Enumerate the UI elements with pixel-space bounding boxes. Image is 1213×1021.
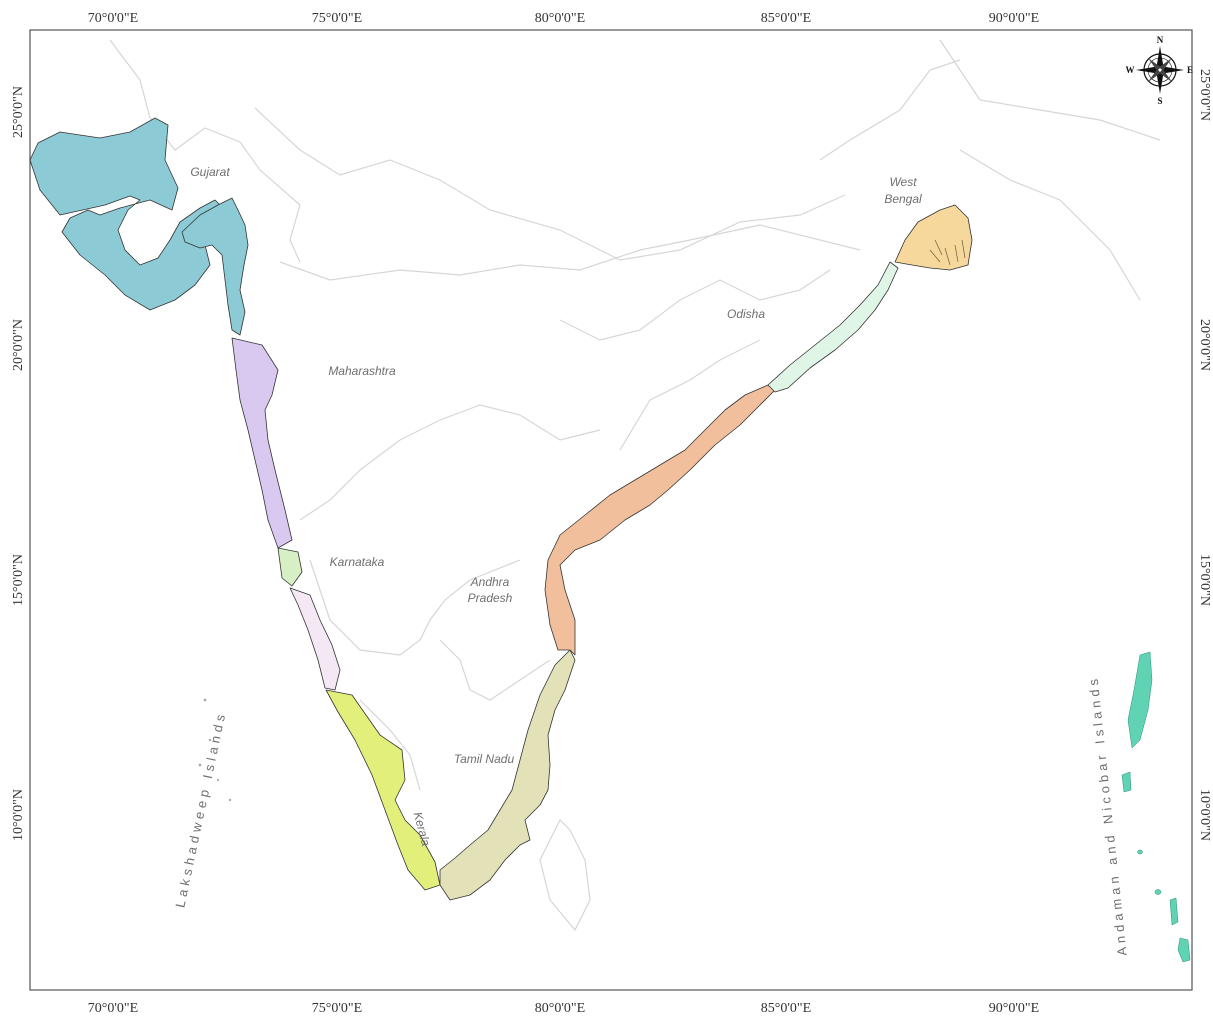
compass-n: N: [1157, 35, 1164, 45]
tick-80e-bottom: 80°0'0"E: [535, 1001, 585, 1016]
longitude-ticks-bottom: 70°0'0"E 75°0'0"E 80°0'0"E 85°0'0"E 90°0…: [88, 1001, 1039, 1016]
compass-s: S: [1157, 96, 1162, 106]
label-karnataka: Karnataka: [330, 555, 385, 569]
label-odisha: Odisha: [727, 307, 765, 321]
label-west-bengal-line2: Bengal: [884, 192, 922, 206]
longitude-ticks-top: 70°0'0"E 75°0'0"E 80°0'0"E 85°0'0"E 90°0…: [88, 11, 1039, 26]
tick-85e-bottom: 85°0'0"E: [761, 1001, 811, 1016]
label-west-bengal-line1: West: [889, 175, 917, 189]
tick-25n-left: 25°0'0"N: [11, 86, 26, 138]
region-karnataka: [289, 587, 341, 691]
latitude-ticks-left: 25°0'0"N 20°0'0"N 15°0'0"N 10°0'0"N: [11, 86, 26, 841]
tick-90e-top: 90°0'0"E: [989, 11, 1039, 26]
compass-e: E: [1187, 65, 1193, 75]
tick-20n-right: 20°0'0"N: [1197, 319, 1212, 371]
tick-20n-left: 20°0'0"N: [11, 319, 26, 371]
region-kerala: [325, 689, 441, 891]
sundarbans-detail: [929, 239, 966, 266]
tick-75e-bottom: 75°0'0"E: [312, 1001, 362, 1016]
tick-90e-bottom: 90°0'0"E: [989, 1001, 1039, 1016]
tick-70e-top: 70°0'0"E: [88, 11, 138, 26]
region-goa: [277, 547, 303, 587]
latitude-ticks-right: 25°0'0"N 20°0'0"N 15°0'0"N 10°0'0"N: [1197, 69, 1212, 841]
tick-10n-right: 10°0'0"N: [1197, 789, 1212, 841]
label-andhra-line1: Andhra: [470, 575, 510, 589]
tick-80e-top: 80°0'0"E: [535, 11, 585, 26]
label-gujarat: Gujarat: [190, 165, 230, 179]
region-maharashtra: [231, 337, 293, 549]
tick-10n-left: 10°0'0"N: [11, 789, 26, 841]
region-gujarat: [29, 117, 226, 311]
compass-w: W: [1126, 65, 1135, 75]
tick-85e-top: 85°0'0"E: [761, 11, 811, 26]
region-tamil-nadu: [439, 649, 576, 901]
label-maharashtra: Maharashtra: [328, 364, 396, 378]
tick-15n-left: 15°0'0"N: [11, 554, 26, 606]
region-west-bengal: [894, 204, 973, 271]
label-tamil-nadu: Tamil Nadu: [454, 752, 515, 766]
state-boundaries: [109, 39, 1161, 932]
lakshadweep-islands-markers: [198, 698, 232, 802]
tick-75e-top: 75°0'0"E: [312, 11, 362, 26]
tick-25n-right: 25°0'0"N: [1197, 69, 1212, 121]
compass-rose-icon: N S E W: [1126, 35, 1194, 106]
tick-15n-right: 15°0'0"N: [1197, 554, 1212, 606]
label-andhra-line2: Pradesh: [468, 591, 513, 605]
tick-70e-bottom: 70°0'0"E: [88, 1001, 138, 1016]
andaman-nicobar-islands: [1121, 651, 1191, 963]
region-odisha: [767, 261, 899, 393]
